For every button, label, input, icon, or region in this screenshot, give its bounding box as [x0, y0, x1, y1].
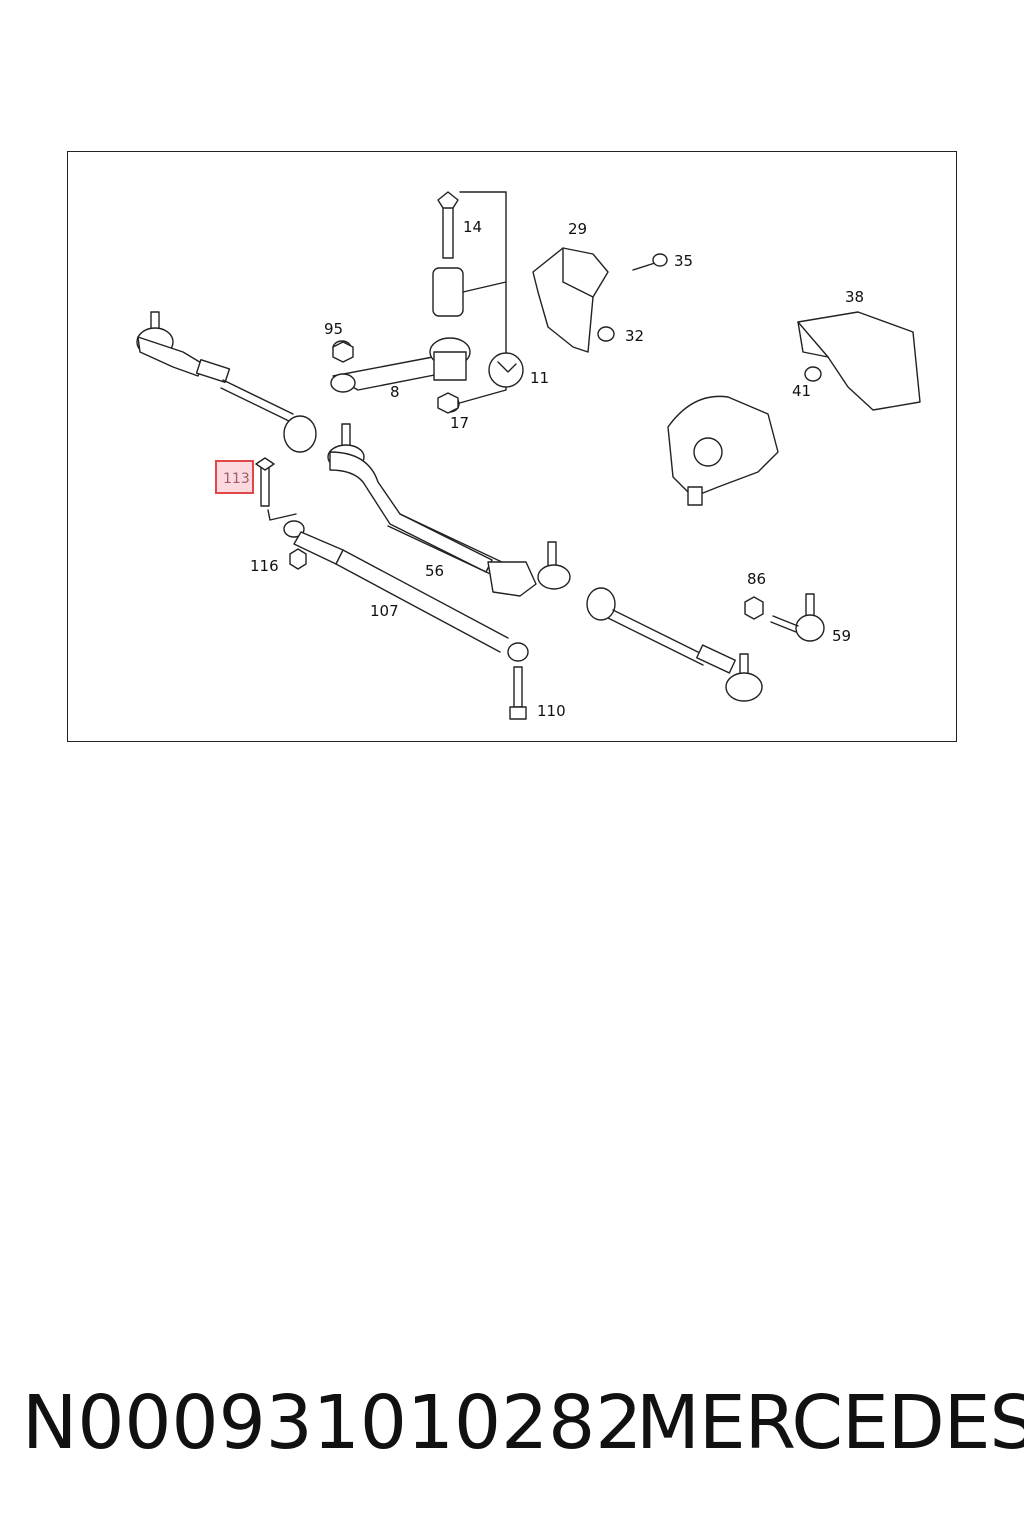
callout-110[interactable]: 110	[537, 702, 566, 720]
callout-38[interactable]: 38	[845, 288, 865, 306]
callout-86[interactable]: 86	[747, 570, 767, 588]
callout-29[interactable]: 29	[568, 220, 588, 238]
steering-damper	[283, 520, 529, 720]
callout-17[interactable]: 17	[450, 414, 470, 432]
drag-link	[327, 423, 537, 597]
right-tie-rod	[537, 541, 763, 702]
callout-14[interactable]: 14	[463, 218, 483, 236]
brand-name: MERCEDES	[636, 1380, 1024, 1466]
parts-diagram: 14 29 35 38 95 32 8 11 41 17 113 116 56 …	[67, 151, 957, 742]
bracket	[532, 247, 668, 353]
steering-box	[667, 311, 921, 506]
callout-41[interactable]: 41	[792, 382, 812, 400]
callout-56[interactable]: 56	[425, 562, 445, 580]
idler-arm	[330, 191, 524, 413]
callout-107[interactable]: 107	[370, 602, 399, 620]
callout-116[interactable]: 116	[250, 557, 279, 575]
callout-32[interactable]: 32	[625, 327, 645, 345]
steering-linkage-drawing	[136, 191, 921, 720]
callout-11[interactable]: 11	[530, 369, 550, 387]
part-footer: N000931010282 MERCEDES	[0, 1380, 1024, 1470]
callout-59[interactable]: 59	[832, 627, 852, 645]
callout-35[interactable]: 35	[674, 252, 694, 270]
callout-95[interactable]: 95	[324, 320, 344, 338]
callout-113-highlighted[interactable]: 113	[215, 460, 254, 494]
part-number: N000931010282	[22, 1380, 643, 1466]
callout-8[interactable]: 8	[390, 383, 400, 401]
hardware	[255, 341, 825, 642]
left-tie-rod	[136, 311, 317, 453]
